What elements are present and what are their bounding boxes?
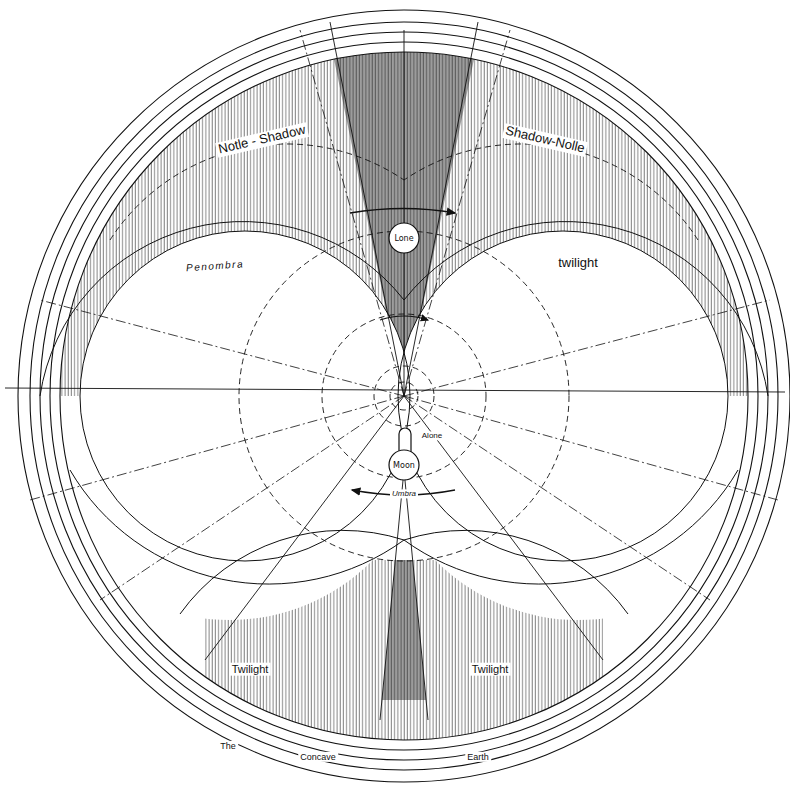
circle-outline <box>389 450 419 480</box>
art-line <box>30 396 404 500</box>
title-word: Earth <box>465 752 491 762</box>
art-circle <box>30 22 778 770</box>
circle-outline <box>389 223 419 253</box>
motion-arrow <box>380 316 428 320</box>
art-path <box>180 530 404 614</box>
node-label: Moon <box>393 461 415 470</box>
motion-arrow <box>350 209 455 214</box>
art-path <box>404 470 738 584</box>
alone-label: Alone <box>420 431 444 440</box>
art-line <box>404 30 405 396</box>
twilight-label: Twilight <box>230 663 271 676</box>
art-path <box>70 470 404 584</box>
art-line <box>404 300 770 396</box>
art-path <box>40 222 404 396</box>
art-line <box>404 396 778 500</box>
dash-dot-rays <box>30 30 778 600</box>
art-path <box>110 144 404 240</box>
umbra-cone <box>382 470 426 700</box>
lune-circle: Lone <box>388 222 420 254</box>
moon-circle: Moon <box>388 449 420 481</box>
art-circle <box>18 10 790 782</box>
node-label: Lone <box>394 234 413 243</box>
twilight-label: Twilight <box>470 663 511 676</box>
art-line <box>5 388 785 392</box>
art-line <box>404 470 428 720</box>
art-line <box>380 470 404 720</box>
art-line <box>404 30 510 396</box>
art-line <box>205 396 404 660</box>
umbra-label: Umbra <box>390 489 418 498</box>
twilight-label: twilight <box>556 256 600 271</box>
art-line <box>404 396 603 660</box>
title-word: Concave <box>298 752 338 762</box>
art-line <box>404 396 710 600</box>
art-line <box>40 300 404 396</box>
earth-shells <box>18 10 790 782</box>
art-path <box>404 144 698 240</box>
art-circle <box>80 231 410 561</box>
rays <box>5 22 785 720</box>
art-path <box>404 222 768 396</box>
art-path <box>404 530 628 614</box>
art-line <box>100 396 404 600</box>
title-word: The <box>218 741 238 751</box>
art-circle <box>398 231 728 561</box>
